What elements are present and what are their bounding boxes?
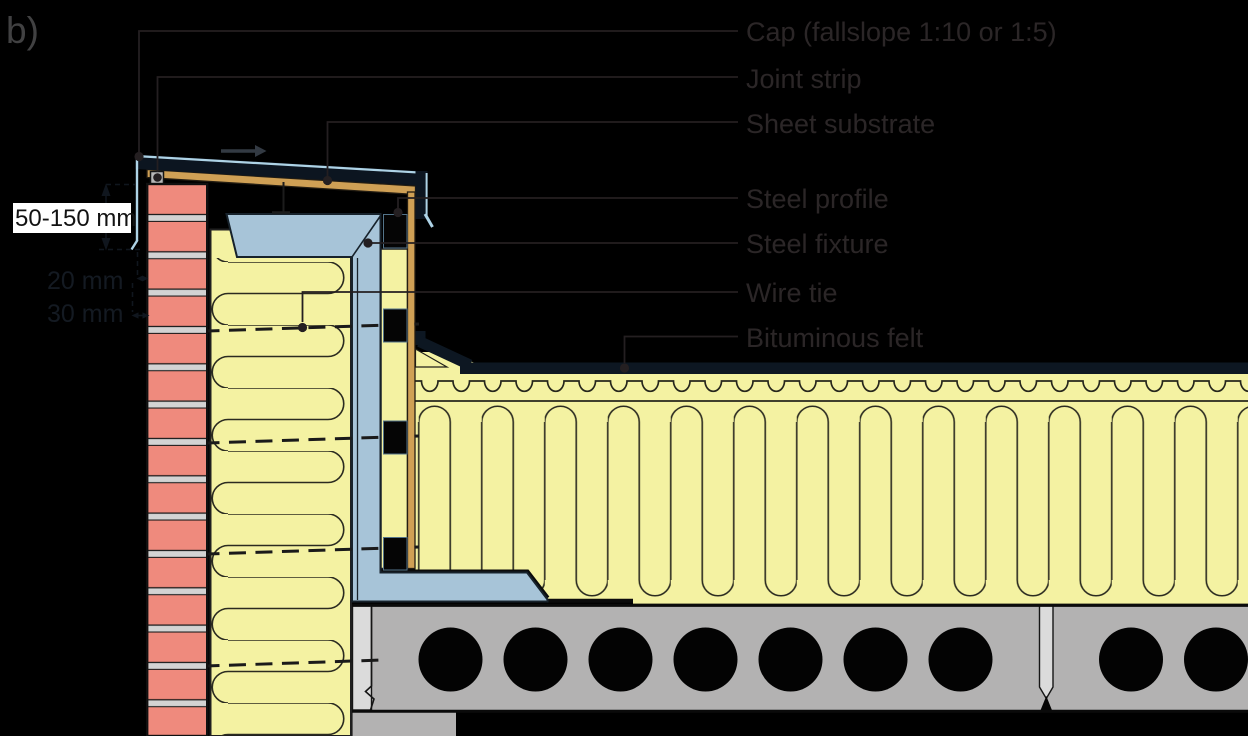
wire-tie [175,658,384,669]
fall-direction-arrow-icon [221,145,267,157]
leader-joint-strip [156,76,738,172]
callout-bituminous-felt: Bituminous felt [746,323,924,353]
callout-wire-tie: Wire tie [746,278,838,308]
dimension-parapet-height: 50-150 mm [13,183,142,251]
parapet-insulation-column [209,228,352,736]
figure-label: b) [6,10,39,51]
felt-upstand [415,331,426,345]
steel-profile-cut [383,420,408,455]
inner-wall-below-slab [352,710,456,736]
wire-tie [175,545,420,557]
dimension-drip-offset-label: 30 mm [47,300,123,328]
steel-fixture [225,213,549,603]
callout-joint-strip: Joint strip [746,64,862,94]
leader-steel-profile [397,197,738,208]
dimension-drip-offset: 30 mm [47,283,150,328]
cap-top-highlight [135,154,428,175]
felt-slope [417,336,473,370]
fixture-plate [225,213,549,603]
wire-tie [175,322,420,334]
dimension-cap-gap-label: 20 mm [47,267,123,295]
brick-outline [145,182,209,736]
felt-layer [460,362,1248,374]
wire-tie [175,434,420,446]
bituminous-felt [414,331,1248,374]
steel-profile-sections [383,214,408,571]
cap-rear-face [415,171,428,219]
dimension-cap-gap: 20 mm [47,252,149,295]
callout-sheet-substrate: Sheet substrate [746,109,935,139]
dimension-label-box [13,203,131,233]
insulation-hatch [415,378,1248,602]
callout-steel-fixture: Steel fixture [746,229,889,259]
steel-profile-cut [383,537,408,571]
leader-sheet-substrate [326,121,738,176]
cap-front-drip [130,239,139,251]
brick-courses [148,184,207,736]
callout-cap: Cap (fallslope 1:10 or 1:5) [746,17,1057,47]
fixture-fold-line [351,216,381,258]
hollow-core-slab [351,604,1248,736]
roof-insulation-field [415,352,1248,604]
cap [130,145,434,251]
cap-top-plate [135,154,427,186]
callout-steel-profile: Steel profile [746,184,889,214]
brick-wall [145,182,209,736]
leader-cap [138,30,738,152]
steel-profile-cut [383,308,408,343]
slab-joint-groove [1040,696,1053,712]
dimension-parapet-height-label: 50-150 mm [15,205,136,232]
callout-leaders [134,30,738,373]
cap-rear-drip [423,213,434,228]
leader-bituminous-felt [623,335,738,363]
slab-element-joint [1038,604,1054,700]
insulation-strip [380,248,409,570]
wire-ties [175,322,420,669]
leader-wire-tie [301,291,738,322]
sheet-substrate-vertical [406,191,416,570]
slab-cores [418,627,1248,692]
insulation-hatch [211,258,345,736]
